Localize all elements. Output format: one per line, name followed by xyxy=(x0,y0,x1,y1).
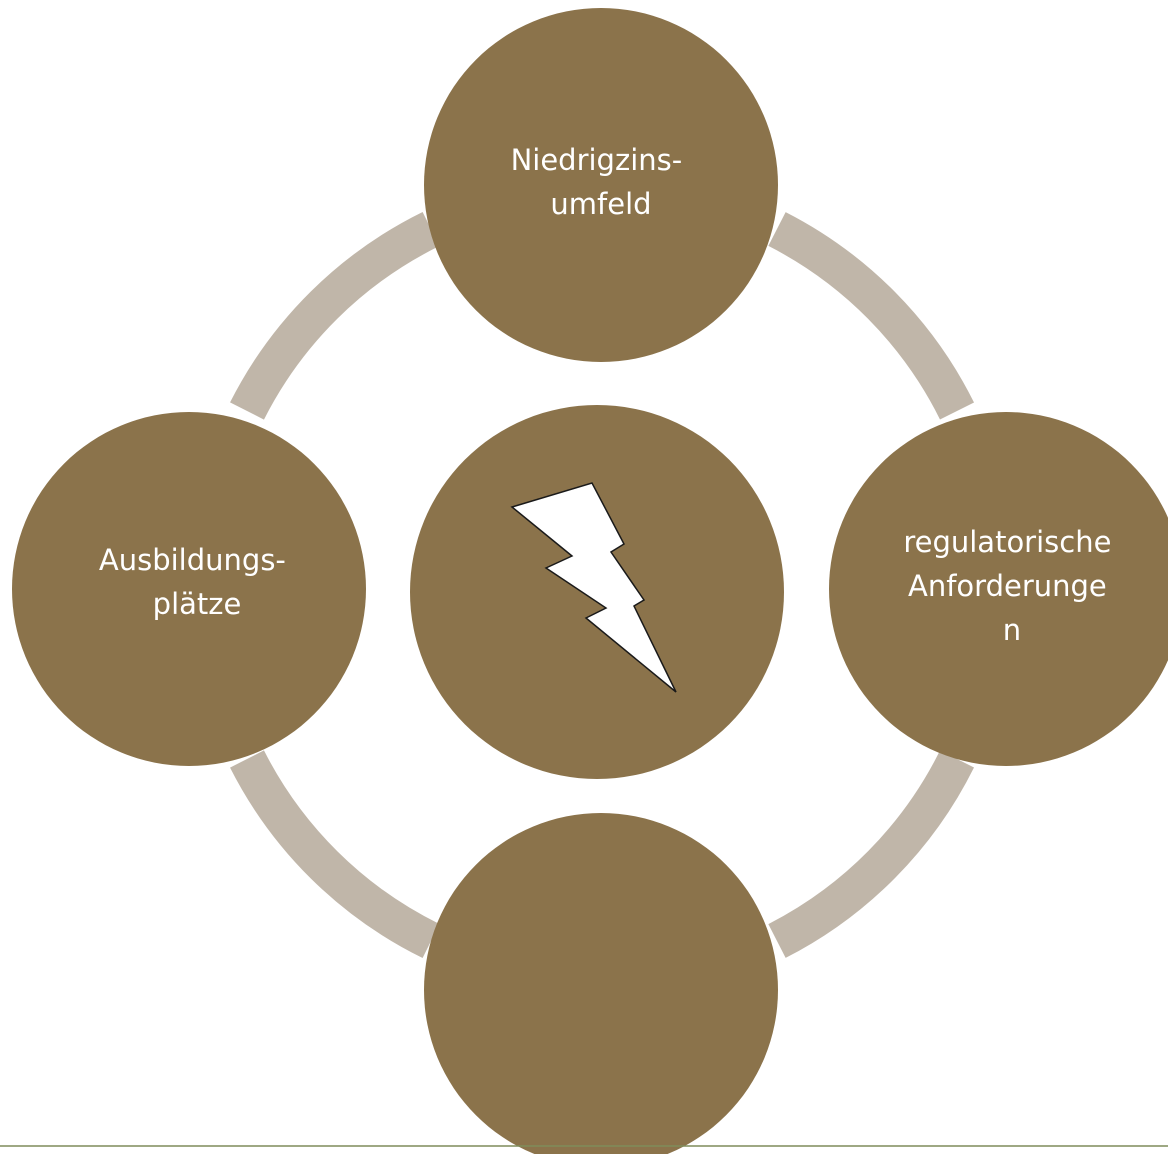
node-top-label: Niedrigzins- umfeld xyxy=(511,143,692,221)
node-bottom: Digitalisierung xyxy=(424,766,778,1154)
node-right-label: regulatorische Anforderunge n xyxy=(903,525,1120,647)
node-left-label: Ausbildungs- plätze xyxy=(99,543,295,621)
ring-arc-right-bottom xyxy=(768,750,975,958)
node-top: Niedrigzins- umfeld xyxy=(424,8,778,362)
ring-arc-left-top xyxy=(230,211,440,420)
ring-arc-top-right xyxy=(768,212,975,420)
cycle-ring xyxy=(230,211,975,959)
node-left: Ausbildungs- plätze xyxy=(12,412,366,766)
node-left-circle xyxy=(12,412,366,766)
node-center xyxy=(410,405,784,779)
lightning-bolt-icon xyxy=(510,482,677,693)
node-bottom-circle xyxy=(424,813,778,1154)
node-right: regulatorische Anforderunge n xyxy=(829,412,1168,766)
node-right-circle xyxy=(829,412,1168,766)
ring-arc-bottom-left xyxy=(230,750,440,959)
node-top-circle xyxy=(424,8,778,362)
